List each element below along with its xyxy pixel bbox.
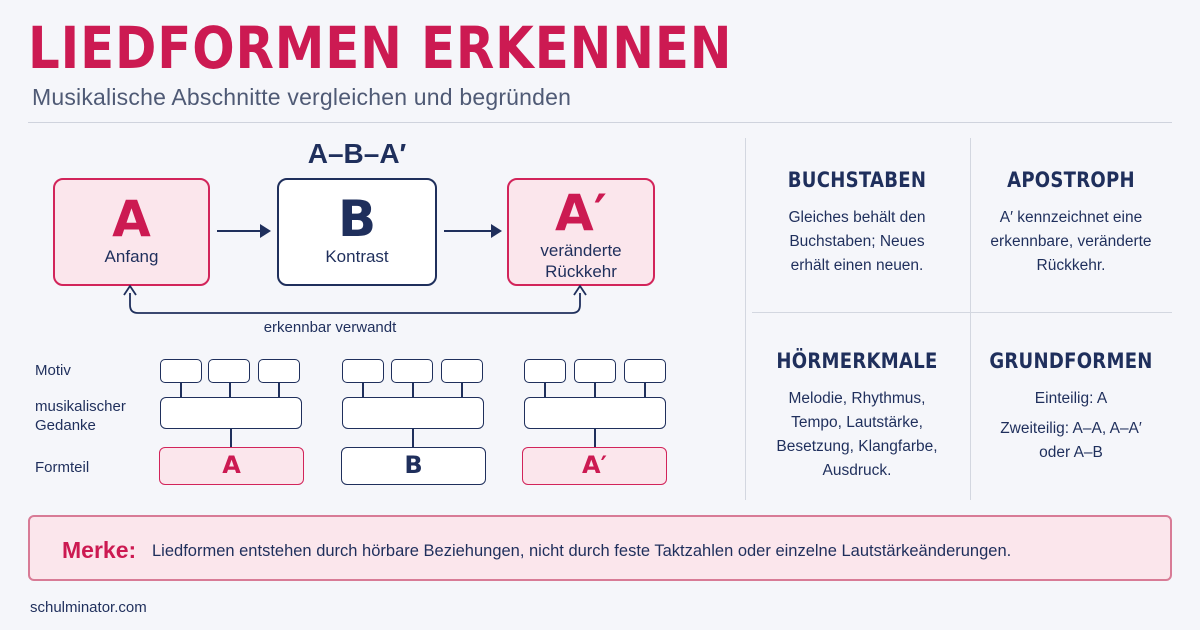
panel-apostroph-line: A′ kennzeichnet eine (999, 209, 1143, 226)
connector-line (229, 383, 231, 397)
merke-box: Merke: Liedformen entstehen durch hörbar… (28, 515, 1172, 581)
row-label-gedanke-1: musikalischer (35, 398, 126, 415)
connector-line (594, 429, 596, 447)
section-b-letter: B (337, 190, 377, 248)
panel-apostroph-line: erkennbare, veränderte (990, 233, 1152, 250)
section-a-box: A Anfang (53, 178, 210, 286)
connector-line (544, 383, 546, 397)
panel-apostroph: APOSTROPH A′ kennzeichnet eine erkennbar… (962, 168, 1180, 278)
panel-apostroph-line: Rückkehr. (1036, 257, 1106, 274)
panel-hoermerkmale-line: Ausdruck. (822, 462, 892, 479)
panel-grundformen-line-2b: oder A–B (1039, 444, 1103, 461)
panel-apostroph-heading: APOSTROPH (1007, 168, 1135, 192)
panel-grundformen-line-1: Einteilig: A (1034, 390, 1108, 407)
merke-label: Merke: (62, 537, 137, 563)
connector-line (412, 383, 414, 397)
panel-buchstaben-line: erhält einen neuen. (790, 257, 924, 274)
section-a-prime-desc-1: veränderte (540, 241, 622, 260)
connector-line (412, 429, 414, 447)
arrow-b-to-a-prime (444, 224, 502, 238)
panel-divider-middle (970, 138, 971, 500)
motiv-box (342, 359, 384, 383)
panel-grundformen-heading: GRUNDFORMEN (989, 349, 1153, 373)
gedanke-box (342, 397, 484, 429)
motiv-box (574, 359, 616, 383)
connector-line (362, 383, 364, 397)
relation-label: erkennbar verwandt (263, 319, 397, 336)
page-subtitle: Musikalische Abschnitte vergleichen und … (32, 84, 572, 110)
header-divider (28, 122, 1172, 123)
motiv-box (441, 359, 483, 383)
section-a-prime-desc-2: Rückkehr (545, 262, 617, 281)
formteil-b-box: B (341, 447, 486, 485)
motiv-box (258, 359, 300, 383)
panel-buchstaben-line: Buchstaben; Neues (789, 233, 925, 250)
section-b-desc: Kontrast (325, 247, 389, 266)
arrow-a-to-b (217, 224, 271, 238)
relation-arrow (123, 285, 587, 314)
panel-hoermerkmale-line: Melodie, Rhythmus, (788, 390, 926, 407)
row-label-motiv: Motiv (35, 362, 71, 379)
page-title: LIEDFORMEN ERKENNEN (28, 14, 733, 82)
connector-line (461, 383, 463, 397)
section-a-desc: Anfang (104, 247, 159, 266)
panel-buchstaben: BUCHSTABEN Gleiches behält den Buchstabe… (748, 168, 966, 278)
panel-grundformen-line-2a: Zweiteilig: A–A, A–A′ (1000, 420, 1142, 437)
panel-divider-left (745, 138, 746, 500)
section-a-letter: A (112, 190, 151, 248)
form-formula: A–B–A′ (307, 138, 407, 169)
panel-grundformen: GRUNDFORMEN Einteilig: A Zweiteilig: A–A… (962, 349, 1180, 465)
section-a-prime-letter: A′ (555, 184, 607, 242)
section-b-box: B Kontrast (277, 178, 437, 286)
panel-buchstaben-heading: BUCHSTABEN (787, 168, 927, 192)
panel-hoermerkmale-line: Tempo, Lautstärke, (791, 414, 923, 431)
gedanke-box (160, 397, 302, 429)
panel-divider-horizontal (752, 312, 1172, 313)
section-a-prime-box: A′ veränderte Rückkehr (507, 178, 655, 286)
panel-hoermerkmale: HÖRMERKMALE Melodie, Rhythmus, Tempo, La… (748, 349, 966, 483)
panel-hoermerkmale-line: Besetzung, Klangfarbe, (776, 438, 938, 455)
connector-line (278, 383, 280, 397)
panel-hoermerkmale-heading: HÖRMERKMALE (776, 349, 938, 373)
motiv-box (391, 359, 433, 383)
motiv-box (624, 359, 666, 383)
relation-arrow-head-left (123, 285, 137, 296)
panel-buchstaben-line: Gleiches behält den (788, 209, 926, 226)
footer-source: schulminator.com (30, 599, 147, 616)
row-label-formteil: Formteil (35, 459, 90, 476)
connector-line (230, 429, 232, 447)
motiv-box (208, 359, 250, 383)
connector-line (594, 383, 596, 397)
connector-line (644, 383, 646, 397)
gedanke-box (524, 397, 666, 429)
row-label-gedanke-2: Gedanke (35, 417, 96, 434)
formteil-a-prime-box: A′ (522, 447, 667, 485)
merke-text: Liedformen entstehen durch hörbare Bezie… (152, 542, 1012, 560)
motiv-box (160, 359, 202, 383)
connector-line (180, 383, 182, 397)
relation-arrow-head-right (573, 285, 587, 296)
motiv-box (524, 359, 566, 383)
formteil-a-box: A (159, 447, 304, 485)
